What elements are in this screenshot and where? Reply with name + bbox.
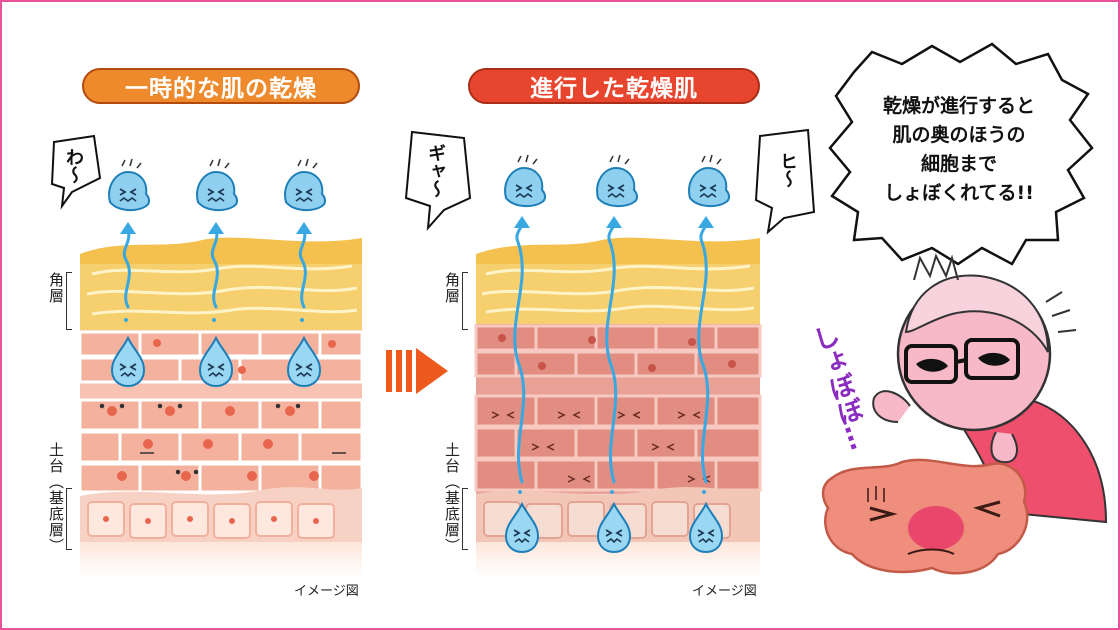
bubble-line-3: 細胞まで xyxy=(920,153,997,175)
bracket-stratum-right xyxy=(462,272,468,330)
sfx-gya: ギャ〜 xyxy=(425,144,446,198)
bubble-line-4: しょぼくれてる!! xyxy=(884,182,1034,204)
label-base-right: 土台（基底層） xyxy=(443,442,461,554)
label-stratum-left: 角層 xyxy=(47,272,65,304)
title-advanced-dry-skin: 進行した乾燥肌 xyxy=(468,68,760,104)
bubble-line-2: 肌の奥のほうの xyxy=(892,124,1026,146)
caption-image-right: イメージ図 xyxy=(692,584,757,599)
bracket-base-right xyxy=(462,488,468,550)
sfx-hi: ヒ〜 xyxy=(777,152,798,188)
transition-arrow xyxy=(386,348,448,394)
label-stratum-right: 角層 xyxy=(443,272,461,304)
sfx-wa: わ〜 xyxy=(63,148,84,184)
title-temporary-dryness: 一時的な肌の乾燥 xyxy=(82,68,360,104)
speech-bubble-text: 乾燥が進行すると 肌の奥のほうの 細胞まで しょぼくれてる!! xyxy=(860,92,1058,208)
right-skin-diagram xyxy=(404,128,816,577)
label-base-left: 土台（基底層） xyxy=(47,442,65,554)
left-skin-diagram xyxy=(50,134,364,577)
bracket-base-left xyxy=(66,488,72,550)
character-illustration xyxy=(821,253,1108,575)
bubble-line-1: 乾燥が進行すると xyxy=(882,95,1035,117)
caption-image-left: イメージ図 xyxy=(294,584,359,599)
speech-bubble-shape xyxy=(828,42,1094,266)
bracket-stratum-left xyxy=(66,272,72,330)
